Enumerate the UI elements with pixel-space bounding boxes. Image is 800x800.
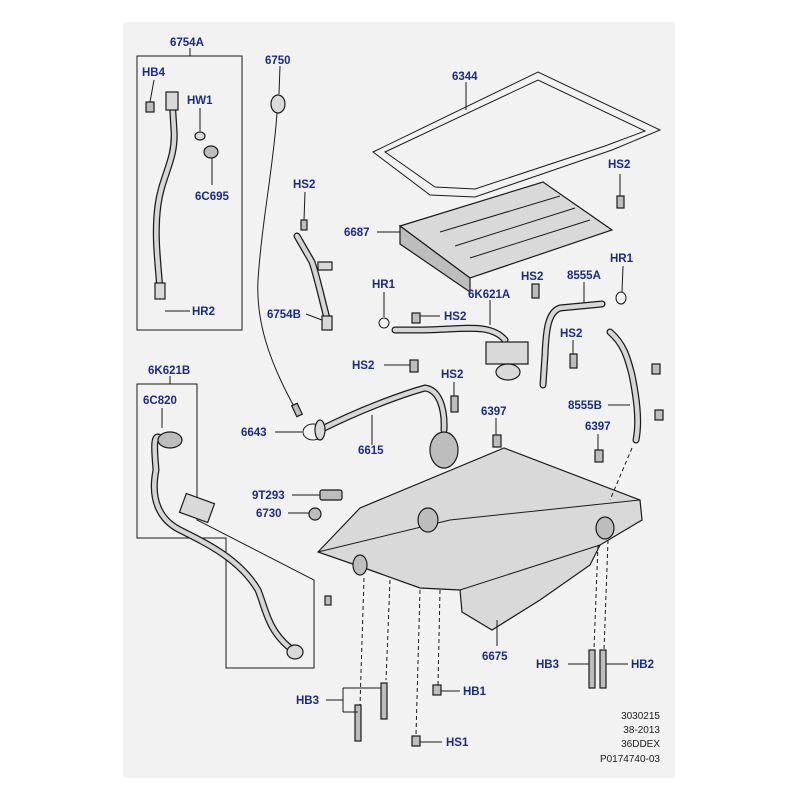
dipstick-tube-6754A xyxy=(152,91,179,300)
label-6C820: 6C820 xyxy=(143,395,177,407)
washer-HW1 xyxy=(194,108,206,141)
label-6397-b: 6397 xyxy=(585,421,611,433)
label-8555B: 8555B xyxy=(568,400,602,412)
bolt-HB4 xyxy=(145,79,155,113)
label-6615: 6615 xyxy=(358,445,384,457)
oring-HR1-left xyxy=(378,292,390,329)
label-6754B: 6754B xyxy=(267,309,301,321)
label-HS2-top: HS2 xyxy=(608,159,630,171)
label-6K621A: 6K621A xyxy=(468,289,510,301)
label-HS2-c: HS2 xyxy=(352,360,374,372)
oil-pickup-6K621A xyxy=(391,300,529,381)
label-HR1-right: HR1 xyxy=(610,253,634,265)
plug-6397-a xyxy=(492,418,502,448)
label-HS2-dipstick: HS2 xyxy=(293,179,315,191)
bolt-6K621B xyxy=(324,595,332,606)
bolt-HS2-d xyxy=(450,382,459,413)
label-HS1: HS1 xyxy=(446,737,469,749)
label-HS2-b: HS2 xyxy=(560,328,582,340)
bolt-HS2-top xyxy=(616,174,625,209)
gasket-6344 xyxy=(372,71,662,198)
label-HB2: HB2 xyxy=(631,659,654,671)
label-6750: 6750 xyxy=(265,55,291,67)
seal-6C695 xyxy=(203,145,219,185)
pipe-8555B xyxy=(606,328,664,444)
label-6344: 6344 xyxy=(452,71,478,83)
oil-pan-6675 xyxy=(316,447,643,646)
dipstick-6750 xyxy=(257,65,304,418)
oring-HR1-right xyxy=(615,265,627,305)
label-HB1: HB1 xyxy=(463,686,487,698)
label-HR2: HR2 xyxy=(192,306,215,318)
bolt-HS1 xyxy=(411,735,442,747)
bolts-HB3-left xyxy=(326,682,388,742)
tube-6615 xyxy=(314,384,459,469)
label-6730: 6730 xyxy=(256,508,282,520)
reference-code-3: 36DDEX xyxy=(621,739,660,750)
bolt-HB1 xyxy=(432,684,460,696)
label-6754A: 6754A xyxy=(170,37,204,49)
reference-code-2: 38-2013 xyxy=(623,725,660,736)
baffle-6687 xyxy=(377,181,614,294)
label-6643: 6643 xyxy=(241,427,267,439)
bolts-HB3-right xyxy=(568,649,628,689)
label-HB3-left: HB3 xyxy=(296,695,319,707)
group-box-6754A xyxy=(136,48,243,331)
bolt-HS2-c xyxy=(384,359,419,373)
group-box-6K621B xyxy=(136,376,315,669)
label-HS2-a: HS2 xyxy=(521,271,543,283)
bolt-HS2-mid xyxy=(411,312,440,324)
label-6K621B: 6K621B xyxy=(148,365,190,377)
sensor-9T293 xyxy=(292,489,343,501)
label-HR1-left: HR1 xyxy=(372,279,396,291)
pipe-6C820 xyxy=(150,408,304,660)
reference-code-1: 3030215 xyxy=(621,711,660,722)
plug-6397-b xyxy=(594,434,604,463)
label-HS2-d: HS2 xyxy=(441,369,463,381)
label-9T293: 9T293 xyxy=(252,490,285,502)
label-8555A: 8555A xyxy=(567,270,601,282)
label-6687: 6687 xyxy=(344,227,370,239)
reference-code-4: P0174740-03 xyxy=(599,754,660,765)
pipe-8555A xyxy=(539,282,606,389)
label-6C695: 6C695 xyxy=(195,191,229,203)
label-HW1: HW1 xyxy=(187,95,213,107)
label-HB3-right: HB3 xyxy=(536,659,559,671)
label-6675: 6675 xyxy=(482,651,508,663)
bolt-HS2-a xyxy=(531,283,540,299)
label-HS2-mid: HS2 xyxy=(444,311,466,323)
bolt-alignment-lines xyxy=(359,447,633,736)
label-HB4: HB4 xyxy=(142,67,166,79)
bolt-HS2-b xyxy=(569,340,578,369)
tube-6754B xyxy=(293,191,333,331)
drain-plug-6730 xyxy=(288,507,322,521)
label-6397-a: 6397 xyxy=(481,406,507,418)
